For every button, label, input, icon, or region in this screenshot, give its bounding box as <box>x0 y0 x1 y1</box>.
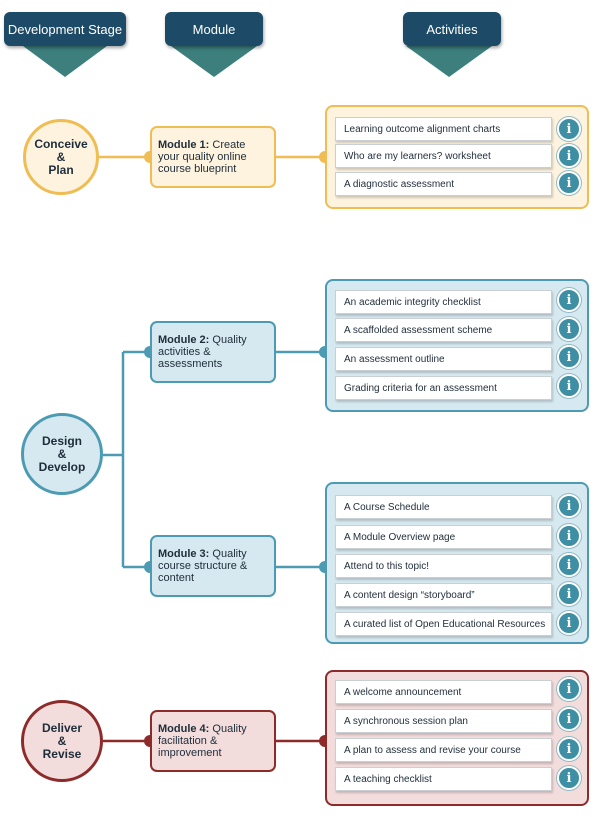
module-2-number: Module 2: <box>158 334 210 346</box>
activity-item[interactable]: A content design “storyboard” <box>335 583 552 607</box>
activity-item[interactable]: A plan to assess and revise your course <box>335 738 552 762</box>
module-3-number: Module 3: <box>158 548 210 560</box>
activity-item[interactable]: Grading criteria for an assessment <box>335 376 552 400</box>
info-icon[interactable]: i <box>557 117 581 141</box>
activity-item[interactable]: An assessment outline <box>335 347 552 371</box>
activity-item[interactable]: An academic integrity checklist <box>335 290 552 314</box>
info-icon[interactable]: i <box>557 494 581 518</box>
module-3-text: Module 3: Quality course structure & con… <box>158 548 268 584</box>
info-icon[interactable]: i <box>557 677 581 701</box>
activity-item[interactable]: Learning outcome alignment charts <box>335 117 552 141</box>
activity-item[interactable]: A welcome announcement <box>335 680 552 704</box>
module-header-arrow <box>171 46 257 77</box>
activity-item[interactable]: A scaffolded assessment scheme <box>335 318 552 342</box>
info-icon[interactable]: i <box>557 582 581 606</box>
activity-item[interactable]: A diagnostic assessment <box>335 172 552 196</box>
development-stage-header: Development Stage <box>4 12 126 46</box>
module-1-text: Module 1: Create your quality online cou… <box>158 139 268 175</box>
activity-item[interactable]: Attend to this topic! <box>335 554 552 578</box>
info-icon[interactable]: i <box>557 345 581 369</box>
activity-item[interactable]: A curated list of Open Educational Resou… <box>335 612 552 636</box>
info-icon[interactable]: i <box>557 144 581 168</box>
module-1-box: Module 1: Create your quality online cou… <box>150 126 276 188</box>
activity-item[interactable]: A Course Schedule <box>335 495 552 519</box>
stage-header-arrow <box>23 46 107 77</box>
module-4-text: Module 4: Quality facilitation & improve… <box>158 723 268 759</box>
stage-conceive-plan: Conceive & Plan <box>23 119 99 195</box>
info-icon[interactable]: i <box>557 766 581 790</box>
info-icon[interactable]: i <box>557 737 581 761</box>
stage-design-develop: Design & Develop <box>21 413 103 495</box>
activity-item[interactable]: A teaching checklist <box>335 767 552 791</box>
module-3-box: Module 3: Quality course structure & con… <box>150 535 276 597</box>
module-1-title: Create your quality online course bluepr… <box>158 139 247 175</box>
module-4-number: Module 4: <box>158 723 210 735</box>
info-icon[interactable]: i <box>557 288 581 312</box>
info-icon[interactable]: i <box>557 374 581 398</box>
activity-item[interactable]: A synchronous session plan <box>335 709 552 733</box>
stage-deliver-revise: Deliver & Revise <box>21 700 103 782</box>
info-icon[interactable]: i <box>557 524 581 548</box>
module-3-title: Quality course structure & content <box>158 548 248 584</box>
info-icon[interactable]: i <box>557 707 581 731</box>
module-4-box: Module 4: Quality facilitation & improve… <box>150 710 276 772</box>
module-2-title: Quality activities & assessments <box>158 334 247 370</box>
info-icon[interactable]: i <box>557 553 581 577</box>
module-header: Module <box>165 12 263 46</box>
activity-item[interactable]: Who are my learners? worksheet <box>335 144 552 168</box>
module-2-text: Module 2: Quality activities & assessmen… <box>158 334 268 370</box>
activities-header-arrow <box>406 46 492 77</box>
info-icon[interactable]: i <box>557 317 581 341</box>
activity-item[interactable]: A Module Overview page <box>335 525 552 549</box>
info-icon[interactable]: i <box>557 611 581 635</box>
info-icon[interactable]: i <box>557 171 581 195</box>
module-2-box: Module 2: Quality activities & assessmen… <box>150 321 276 383</box>
module-1-number: Module 1: <box>158 139 210 151</box>
activities-header: Activities <box>403 12 501 46</box>
module-4-title: Quality facilitation & improvement <box>158 723 247 759</box>
